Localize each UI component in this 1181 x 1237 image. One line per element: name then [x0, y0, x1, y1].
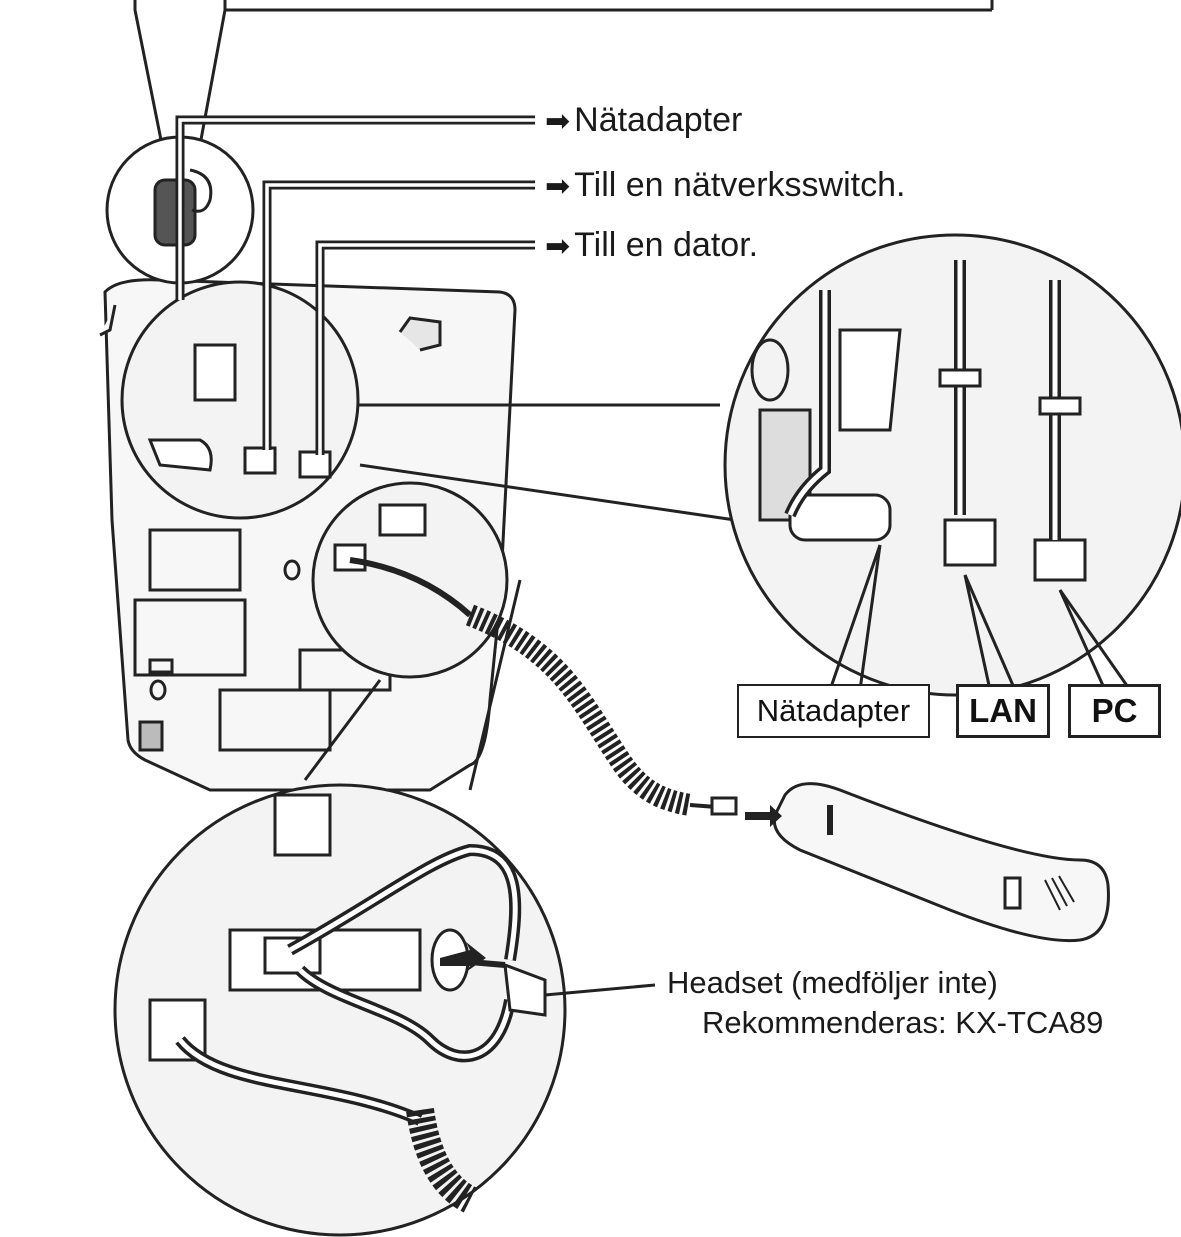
callout-power-adapter: ➡Nätadapter: [545, 100, 742, 142]
headset-label-line2: Rekommenderas: KX-TCA89: [702, 1005, 1104, 1040]
headset-jack-circle: [113, 783, 567, 1237]
headset-label-line1: Headset (medföljer inte): [667, 965, 998, 1000]
callout-network-switch-text: Till en nätverksswitch.: [574, 166, 906, 204]
arrow-right-icon: ➡: [545, 170, 571, 203]
headset-label: Headset (medföljer inte) Rekommenderas: …: [667, 963, 1103, 1043]
port-circle-small: [120, 280, 360, 520]
port-label-lan: LAN: [956, 684, 1050, 738]
callout-network-switch: ➡Till en nätverksswitch.: [545, 165, 905, 207]
arrow-right-icon: ➡: [545, 105, 571, 138]
top-frame: [133, 0, 994, 146]
handset-cord: [349, 557, 738, 816]
callout-cables-inner: [178, 118, 535, 455]
callout-computer-text: Till en dator.: [574, 226, 759, 264]
port-label-power: Nätadapter: [737, 684, 930, 738]
port-leader-lines: [828, 544, 1132, 691]
port-label-pc: PC: [1068, 684, 1161, 738]
arrow-right-icon: ➡: [545, 230, 571, 263]
zoom-lines: [303, 403, 736, 791]
callout-power-adapter-text: Nätadapter: [574, 101, 743, 139]
port-circle-large: [723, 233, 1181, 697]
callout-computer: ➡Till en dator.: [545, 225, 758, 267]
headset-leader-line: [544, 983, 656, 997]
handset: [745, 782, 1110, 943]
handset-jack-circle: [311, 481, 509, 679]
